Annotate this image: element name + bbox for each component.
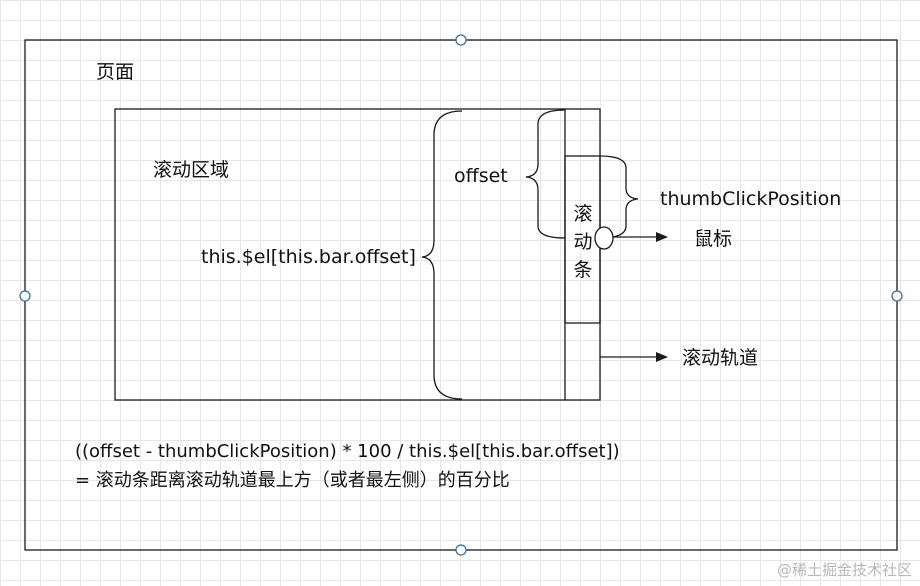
offset-brace — [525, 109, 566, 239]
formula-line-1: ((offset - thumbClickPosition) * 100 / t… — [75, 441, 620, 462]
mouse-pointer-ellipse — [594, 226, 614, 250]
selection-handle-bottom[interactable] — [455, 544, 467, 556]
offset-label: offset — [454, 165, 508, 187]
scroll-thumb-char-3: 条 — [573, 259, 593, 281]
mouse-label: 鼠标 — [694, 228, 733, 250]
selection-handle-left[interactable] — [19, 290, 31, 302]
scroll-track-label: 滚动轨道 — [682, 347, 759, 369]
selection-handle-right[interactable] — [891, 290, 903, 302]
scroll-thumb-text: 滚 动 条 — [565, 200, 601, 284]
selection-handle-top[interactable] — [455, 34, 467, 46]
el-offset-brace — [421, 110, 463, 400]
thumb-click-position-label: thumbClickPosition — [660, 188, 842, 210]
el-offset-label: this.$el[this.bar.offset] — [201, 246, 416, 268]
scroll-area-label: 滚动区域 — [153, 159, 230, 181]
page-label: 页面 — [96, 61, 135, 83]
thumb-click-position-brace — [599, 155, 639, 239]
scroll-thumb-char-2: 动 — [573, 231, 593, 253]
mouse-arrow-head — [656, 232, 668, 242]
scroll-thumb-char-1: 滚 — [573, 203, 593, 225]
track-arrow-head — [656, 352, 668, 362]
watermark: @稀土掘金技术社区 — [776, 561, 912, 579]
formula-line-2: = 滚动条距离滚动轨道最上方（或者最左侧）的百分比 — [75, 470, 510, 491]
